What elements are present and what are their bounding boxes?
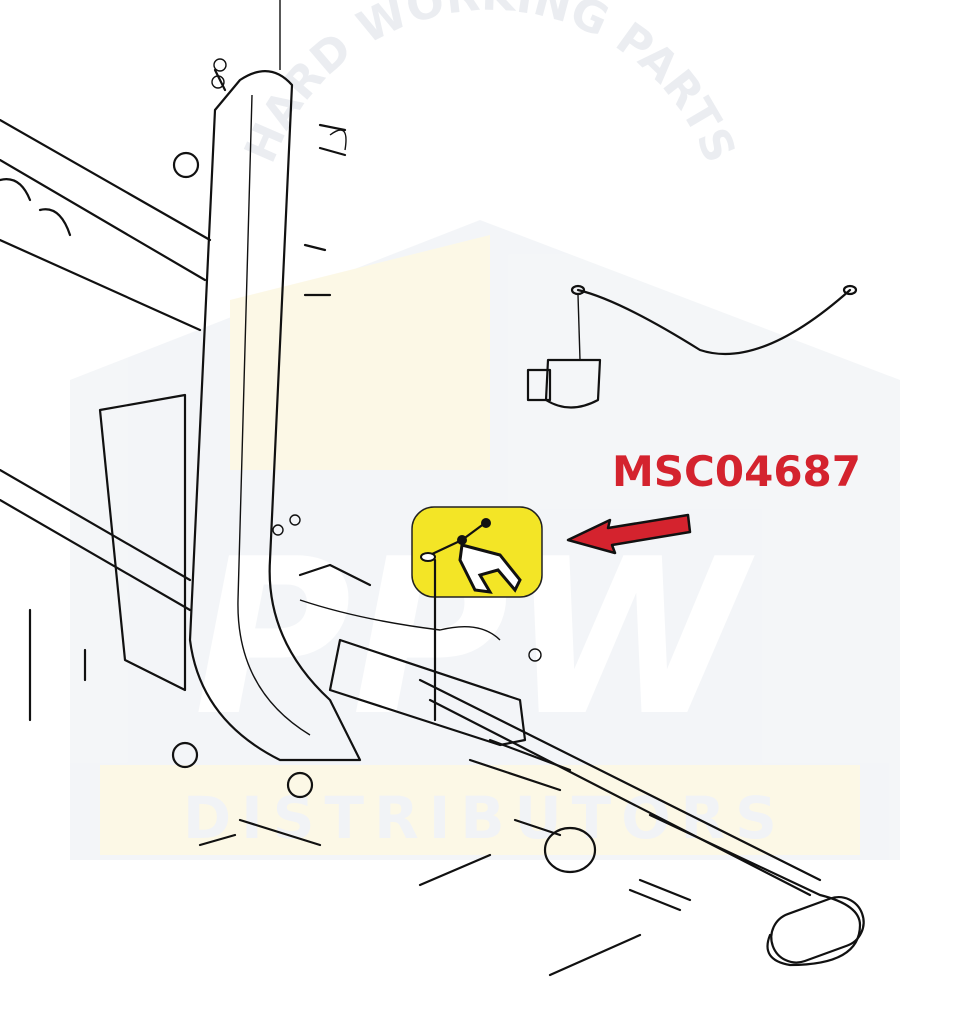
- watermark-bottom-text: DISTRIBUTORS: [183, 784, 787, 852]
- watermark-logo: PPW DISTRIBUTORS HARD WORKING PARTS: [70, 0, 900, 860]
- machine-frame: [0, 0, 362, 762]
- watermark-arc-text: HARD WORKING PARTS: [235, 0, 745, 170]
- part-number-label: MSC04687: [612, 447, 861, 496]
- svg-text:HARD WORKING PARTS: HARD WORKING PARTS: [235, 0, 745, 170]
- highlighted-part-msc04687[interactable]: [411, 506, 543, 722]
- solenoid-assembly: [526, 284, 858, 409]
- brake-mechanism: [171, 514, 865, 977]
- callout-arrow: [566, 513, 692, 555]
